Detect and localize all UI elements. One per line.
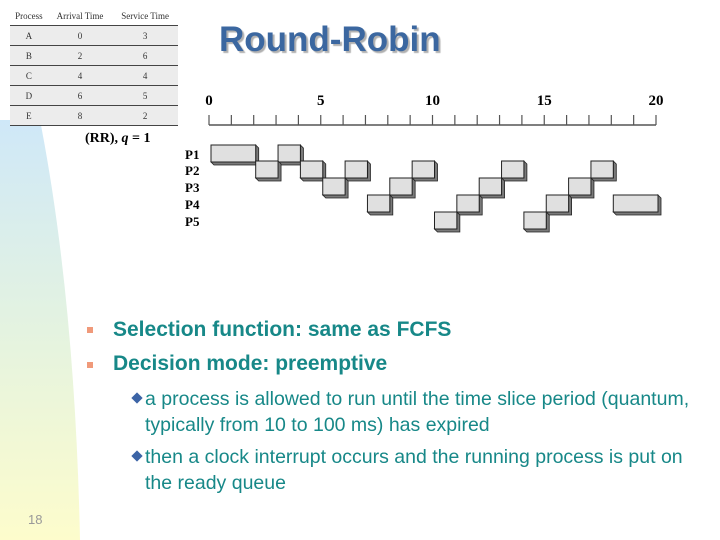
figure-label-suffix: = 1 bbox=[128, 131, 151, 146]
row-label-p4: P4 bbox=[185, 197, 200, 212]
axis-tick-label: 0 bbox=[205, 93, 213, 109]
figure-label-q: q bbox=[121, 131, 129, 146]
figure-label-prefix: (RR), bbox=[85, 131, 122, 146]
bar-p4 bbox=[545, 194, 570, 213]
bullet-selection-function: Selection function: same as FCFS bbox=[113, 318, 452, 341]
cell: 6 bbox=[47, 85, 113, 106]
axis-tick-label: 15 bbox=[537, 93, 552, 109]
slide-title: Round-Robin bbox=[219, 20, 441, 59]
cell: 8 bbox=[47, 105, 113, 126]
row-label-p1: P1 bbox=[185, 147, 199, 162]
axis-tick-label: 10 bbox=[425, 93, 440, 109]
bar-p3 bbox=[322, 177, 346, 196]
bar-p2 bbox=[590, 160, 614, 179]
table-header-row: Process Arrival Time Service Time bbox=[10, 6, 178, 26]
bar-p2 bbox=[501, 160, 525, 179]
cell: C bbox=[10, 65, 48, 86]
axis-tick-label: 20 bbox=[649, 93, 664, 109]
column-header: Process bbox=[10, 6, 48, 26]
cell: 4 bbox=[112, 65, 178, 86]
cell: B bbox=[10, 45, 48, 66]
bullet-decision-mode: Decision mode: preemptive bbox=[113, 352, 388, 375]
bar-p1 bbox=[277, 144, 301, 163]
bar-p2 bbox=[344, 160, 368, 179]
cell: E bbox=[10, 105, 48, 126]
cell: 2 bbox=[47, 45, 113, 66]
sub-bullet-quantum: a process is allowed to run until the ti… bbox=[145, 388, 690, 436]
bar-p3 bbox=[478, 177, 503, 196]
bar-p4 bbox=[612, 194, 659, 213]
bar-p5 bbox=[523, 211, 547, 230]
cell: D bbox=[10, 85, 48, 106]
figure-label: (RR), q = 1 bbox=[85, 131, 151, 147]
row-label-p2: P2 bbox=[185, 163, 199, 178]
sub-bullet-clock-interrupt: then a clock interrupt occurs and the ru… bbox=[145, 446, 683, 494]
bar-p2 bbox=[411, 160, 435, 179]
bar-p4 bbox=[366, 194, 391, 213]
bar-p4 bbox=[456, 194, 480, 213]
bar-p2 bbox=[299, 160, 324, 179]
bullet-icon bbox=[87, 362, 93, 368]
column-header: Arrival Time bbox=[47, 6, 113, 26]
cell: A bbox=[10, 25, 48, 46]
bar-p5 bbox=[434, 211, 458, 230]
bar-p3 bbox=[568, 177, 592, 196]
cell: 4 bbox=[47, 65, 113, 86]
bar-p2 bbox=[255, 160, 279, 179]
axis-tick-label: 5 bbox=[317, 93, 325, 109]
row-label-p5: P5 bbox=[185, 214, 200, 229]
cell: 3 bbox=[112, 25, 178, 46]
bar-p3 bbox=[389, 177, 413, 196]
bar-p1 bbox=[210, 144, 257, 163]
page-number: 18 bbox=[28, 512, 43, 527]
bullet-icon bbox=[87, 327, 93, 333]
cell: 2 bbox=[112, 105, 178, 126]
cell: 5 bbox=[112, 85, 178, 106]
cell: 6 bbox=[112, 45, 178, 66]
cell: 0 bbox=[47, 25, 113, 46]
column-header: Service Time bbox=[112, 6, 178, 26]
row-label-p3: P3 bbox=[185, 180, 200, 195]
